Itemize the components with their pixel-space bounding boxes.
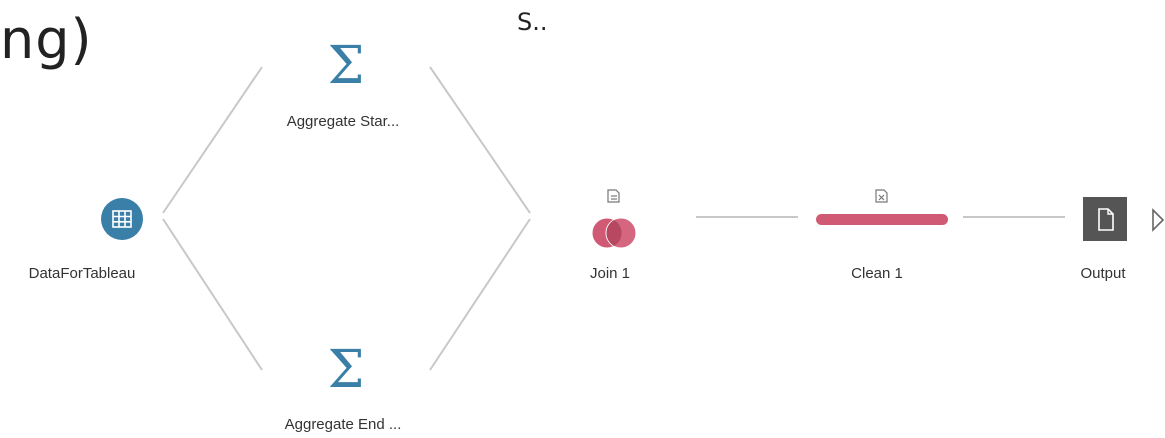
node-input[interactable] [100, 197, 144, 241]
join-venn-icon [591, 217, 637, 249]
title-fragment: ng) [0, 8, 93, 71]
node-join[interactable] [588, 186, 640, 250]
node-aggregate-end[interactable]: Σ [328, 344, 365, 396]
node-aggregate-end-label: Aggregate End ... [284, 416, 402, 433]
connector-agg-end-to-join [429, 218, 531, 371]
sigma-icon: Σ [327, 36, 365, 96]
clean-step-indicator-icon [875, 189, 888, 203]
output-file-icon [1083, 197, 1127, 241]
node-clean-label: Clean 1 [851, 265, 903, 282]
node-output[interactable] [1083, 197, 1127, 241]
node-aggregate-start[interactable]: Σ [328, 40, 365, 92]
sigma-icon: Σ [327, 340, 365, 400]
node-aggregate-start-label: Aggregate Star... [286, 113, 400, 130]
run-flow-icon[interactable] [1151, 207, 1165, 233]
script-indicator-icon [607, 189, 620, 203]
connector-input-to-agg-end [162, 218, 263, 371]
clean-bar-icon [816, 214, 948, 225]
node-output-label: Output [1080, 265, 1126, 282]
connector-input-to-agg-start [162, 66, 263, 214]
corner-text: S.. [517, 8, 548, 36]
node-join-label: Join 1 [589, 265, 631, 282]
node-clean[interactable] [815, 186, 949, 230]
node-input-label: DataForTableau [28, 265, 136, 282]
connector-agg-start-to-join [429, 66, 531, 214]
table-icon [101, 198, 143, 240]
